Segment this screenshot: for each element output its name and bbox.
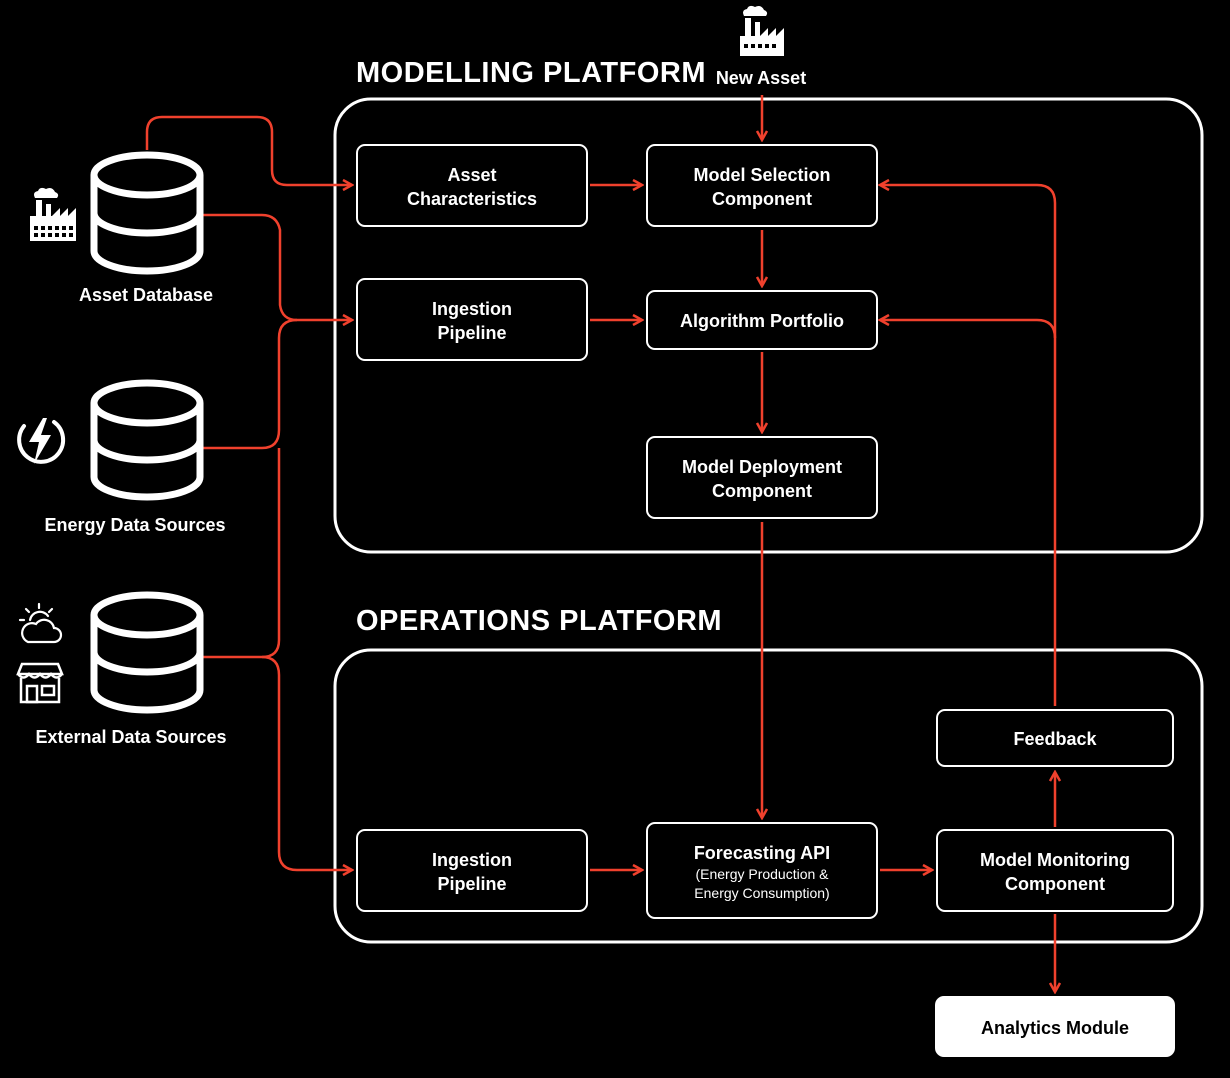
connector-feedback-to-selection [880,185,1057,706]
forecasting-api-sub2: Energy Consumption) [694,885,829,901]
forecasting-api-sub1: (Energy Production & [695,866,829,882]
operations-ingestion-line1: Ingestion [432,850,512,870]
connector-external-up [202,448,281,659]
modelling-platform-container [333,97,1204,554]
model-deployment-line2: Component [712,481,812,501]
model-selection-box[interactable]: Model Selection Component [646,144,878,227]
operations-platform-title: OPERATIONS PLATFORM [356,605,722,637]
storefront-icon [16,662,64,704]
model-monitoring-box[interactable]: Model Monitoring Component [936,829,1174,912]
lightning-bolt-icon [17,418,66,464]
energy-database-cylinder [90,379,204,501]
analytics-module-box[interactable]: Analytics Module [935,996,1175,1057]
factory-icon [740,5,784,56]
feedback-box[interactable]: Feedback [936,709,1174,767]
connector-energy-to-trunk [202,318,298,450]
operations-platform-container [333,648,1204,944]
database-icon [90,151,204,714]
modelling-ingestion-line2: Pipeline [437,323,506,343]
sun-cloud-icon [18,602,63,644]
new-asset-label: New Asset [716,68,806,88]
external-database-cylinder [90,591,204,714]
model-selection-line2: Component [712,189,812,209]
external-data-sources-label: External Data Sources [35,727,226,747]
connector-assetdb-to-characteristics [145,115,352,185]
energy-data-sources-label: Energy Data Sources [44,515,225,535]
asset-characteristics-line1: Asset [447,165,496,185]
model-deployment-line1: Model Deployment [682,457,842,477]
feedback-label: Feedback [1013,729,1097,749]
asset-characteristics-box[interactable]: Asset Characteristics [356,144,588,227]
algorithm-portfolio-box[interactable]: Algorithm Portfolio [646,290,878,350]
asset-database-label: Asset Database [79,285,213,305]
forecasting-api-label: Forecasting API [694,843,830,863]
asset-database-cylinder [90,151,204,275]
algorithm-portfolio-label: Algorithm Portfolio [680,311,844,331]
model-monitoring-line1: Model Monitoring [980,850,1130,870]
modelling-ingestion-line1: Ingestion [432,299,512,319]
asset-characteristics-line2: Characteristics [407,189,537,209]
connectors [145,95,1057,992]
model-deployment-box[interactable]: Model Deployment Component [646,436,878,519]
forecasting-api-box[interactable]: Forecasting API (Energy Production & Ene… [646,822,878,919]
model-monitoring-line2: Component [1005,874,1105,894]
modelling-ingestion-pipeline-box[interactable]: Ingestion Pipeline [356,278,588,361]
operations-ingestion-pipeline-box[interactable]: Ingestion Pipeline [356,829,588,912]
connector-external-to-ops-ingestion [261,655,352,870]
analytics-module-label: Analytics Module [981,1018,1129,1038]
factory-icon [30,187,76,241]
connector-feedback-to-portfolio [880,320,1057,339]
operations-ingestion-line2: Pipeline [437,874,506,894]
modelling-platform-title: MODELLING PLATFORM [356,57,706,89]
connector-assetdb-to-ingestion [202,213,352,320]
model-selection-line1: Model Selection [693,165,830,185]
